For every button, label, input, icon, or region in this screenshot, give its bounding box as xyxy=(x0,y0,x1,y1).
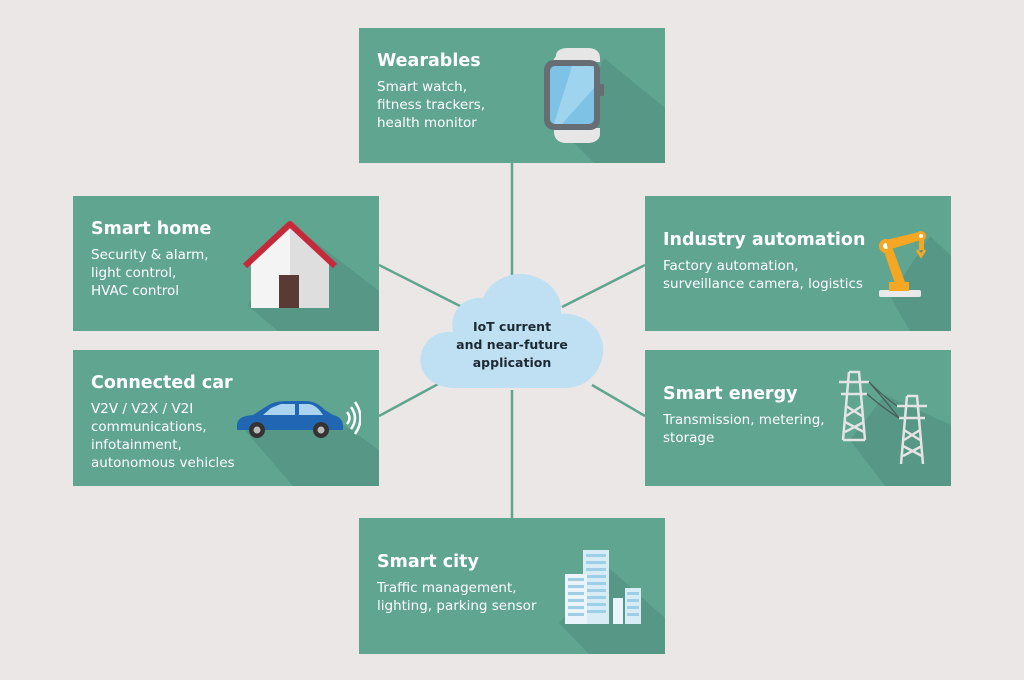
cloud-icon xyxy=(420,274,604,388)
connector-smart-home xyxy=(378,263,463,309)
card-title: Smart energy xyxy=(663,384,798,404)
card-title: Smart home xyxy=(91,219,212,239)
card-title: Wearables xyxy=(377,51,481,71)
card-connected-car: Connected car V2V / V2X / V2I communicat… xyxy=(73,350,379,486)
card-smart-energy: Smart energy Transmission, metering, sto… xyxy=(645,350,951,486)
connector-connected-car xyxy=(378,381,441,418)
card-description: Security & alarm, light control, HVAC co… xyxy=(91,247,209,299)
car-icon xyxy=(237,401,361,438)
center-label: IoT current and near-future application xyxy=(456,319,568,370)
card-industry-automation: Industry automation Factory automation, … xyxy=(645,196,951,331)
power-tower-icon xyxy=(839,370,927,465)
card-description: Traffic management, lighting, parking se… xyxy=(377,580,537,614)
card-title: Connected car xyxy=(91,373,233,393)
card-wearables: Wearables Smart watch, fitness trackers,… xyxy=(359,28,665,163)
connector-industry xyxy=(561,263,646,309)
robot-arm-icon xyxy=(879,231,927,297)
card-description: V2V / V2X / V2I communications, infotain… xyxy=(91,401,235,471)
house-icon xyxy=(243,221,338,308)
card-smart-city: Smart city Traffic management, lighting,… xyxy=(359,518,665,654)
card-description: Factory automation, surveillance camera,… xyxy=(663,258,863,292)
card-title: Industry automation xyxy=(663,230,866,250)
card-description: Transmission, metering, storage xyxy=(663,412,825,446)
smartwatch-icon xyxy=(544,48,604,143)
card-smart-home: Smart home Security & alarm, light contr… xyxy=(73,196,379,331)
card-title: Smart city xyxy=(377,552,479,572)
connector-energy xyxy=(591,383,646,418)
city-buildings-icon xyxy=(565,550,641,624)
card-description: Smart watch, fitness trackers, health mo… xyxy=(377,79,486,131)
